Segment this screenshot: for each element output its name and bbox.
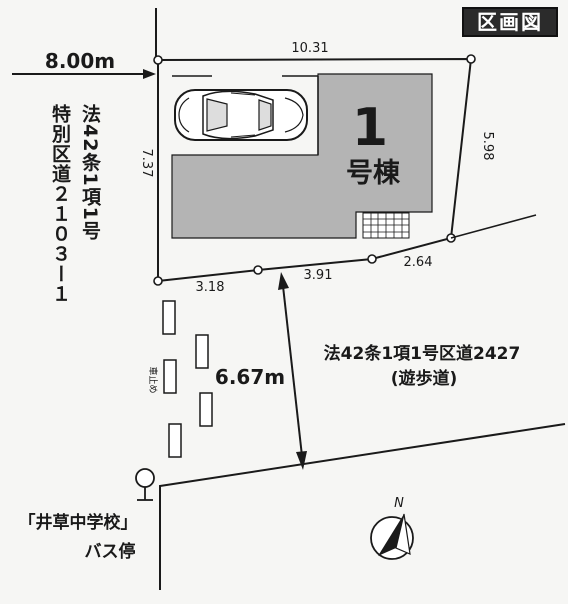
dim-right: 5.98 — [480, 132, 495, 161]
west-road-legal: 法42条1項1号 — [79, 103, 101, 241]
north-label: N — [394, 496, 404, 511]
car-stop-bollards — [162, 300, 213, 458]
dim-bottom-1: 3.18 — [196, 280, 225, 295]
plan-badge: 区画図 — [462, 7, 558, 37]
west-road-width: 8.00m — [45, 49, 115, 73]
dim-top: 10.31 — [291, 41, 328, 56]
unit-number: 1 — [352, 98, 388, 158]
car-icon — [174, 89, 308, 141]
west-road-name: 特別区道２１０３ー１ — [49, 104, 71, 304]
bus-stop-label: バス停 — [85, 541, 136, 562]
south-road-edge-lower — [159, 423, 566, 590]
west-road-arrow — [12, 69, 156, 79]
bus-stop-name: 「井草中学校」 — [19, 512, 138, 533]
north-arrow-icon — [370, 513, 414, 560]
south-road-note: (遊歩道) — [391, 368, 458, 389]
south-road-width-arrow — [278, 272, 307, 470]
south-road-edge-upper — [450, 214, 537, 239]
dim-bottom-2: 3.91 — [304, 268, 333, 283]
car-stop-label: 車止め — [147, 366, 159, 393]
unit-suffix: 号棟 — [346, 158, 401, 189]
dim-left: 7.37 — [139, 149, 154, 178]
dim-bottom-3: 2.64 — [404, 255, 433, 270]
south-road-width: 6.67m — [215, 365, 285, 389]
parking-space — [172, 75, 319, 155]
south-road-legal: 法42条1項1号区道2427 — [324, 343, 521, 364]
entry-grid — [362, 212, 410, 239]
bus-stop-icon — [135, 468, 155, 501]
